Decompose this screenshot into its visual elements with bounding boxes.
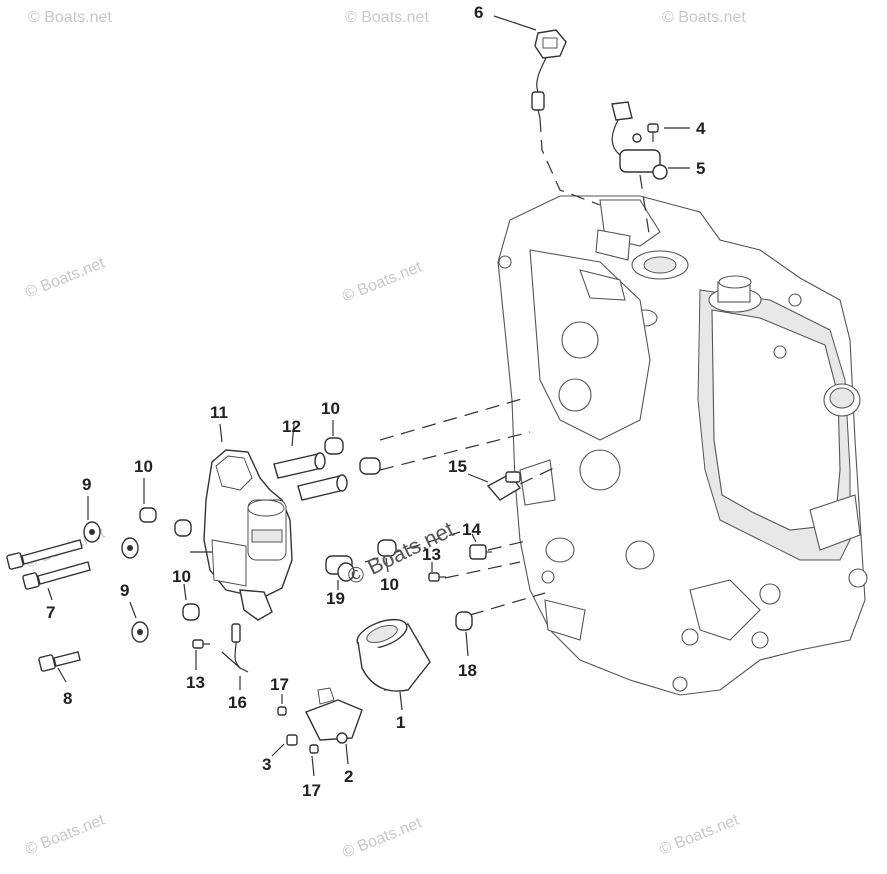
callout-14: 14	[462, 520, 481, 539]
part-3-nut	[286, 734, 298, 746]
callout-1: 1	[396, 713, 405, 732]
part-17-screw	[277, 706, 319, 754]
engine-block	[497, 195, 868, 696]
part-18-plug	[455, 611, 473, 631]
callout-18: 18	[458, 661, 477, 680]
part-6-sensor-harness	[531, 29, 567, 119]
callout-12: 12	[282, 417, 301, 436]
callout-17: 17	[302, 781, 321, 800]
watermark: © Boats.net	[345, 9, 429, 26]
part-10-grommets	[139, 437, 397, 621]
callout-15: 15	[448, 457, 467, 476]
part-12-sleeves	[273, 452, 348, 501]
callout-17: 17	[270, 675, 289, 694]
callout-10: 10	[134, 457, 153, 476]
part-13-screw	[192, 572, 446, 649]
callout-6: 6	[474, 3, 483, 22]
callout-7: 7	[46, 603, 55, 622]
leader-lines	[47, 15, 690, 777]
part-1-oil-filter	[356, 618, 431, 692]
watermark: © Boats.net	[340, 258, 425, 305]
callout-3: 3	[262, 755, 271, 774]
callout-10: 10	[321, 399, 340, 418]
part-15-sensor	[486, 471, 522, 501]
part-11-starter-motor	[190, 449, 293, 621]
watermark: © Boats.net	[662, 9, 746, 26]
part-14-fitting	[469, 544, 492, 560]
watermark: © Boats.net	[657, 811, 742, 858]
callout-2: 2	[344, 767, 353, 786]
alignment-lines	[364, 117, 651, 616]
callout-9: 9	[120, 581, 129, 600]
watermark: © Boats.net	[23, 254, 108, 301]
watermark: © Boats.net	[23, 811, 108, 858]
callout-4: 4	[696, 119, 706, 138]
part-7-bolts	[6, 539, 91, 590]
callout-labels: 6 4 5 11 12 10 10 9 9 10 15 14 13 19 10 …	[46, 3, 706, 800]
callout-8: 8	[63, 689, 72, 708]
part-16-wire	[221, 623, 249, 673]
callout-11: 11	[210, 403, 228, 422]
callout-10: 10	[380, 575, 399, 594]
part-8-bolt	[38, 651, 81, 672]
watermark: © Boats.net	[340, 814, 425, 861]
part-2-bracket	[305, 687, 363, 744]
part-5-sensor	[611, 101, 668, 180]
watermark: © Boats.net	[28, 9, 112, 26]
callout-9: 9	[82, 475, 91, 494]
part-9-washers	[83, 521, 149, 643]
callout-16: 16	[228, 693, 247, 712]
callout-13: 13	[186, 673, 205, 692]
part-19-fitting	[325, 555, 355, 582]
callout-19: 19	[326, 589, 345, 608]
part-4-screw	[647, 123, 659, 142]
callout-13: 13	[422, 545, 441, 564]
callout-10: 10	[172, 567, 191, 586]
callout-5: 5	[696, 159, 705, 178]
